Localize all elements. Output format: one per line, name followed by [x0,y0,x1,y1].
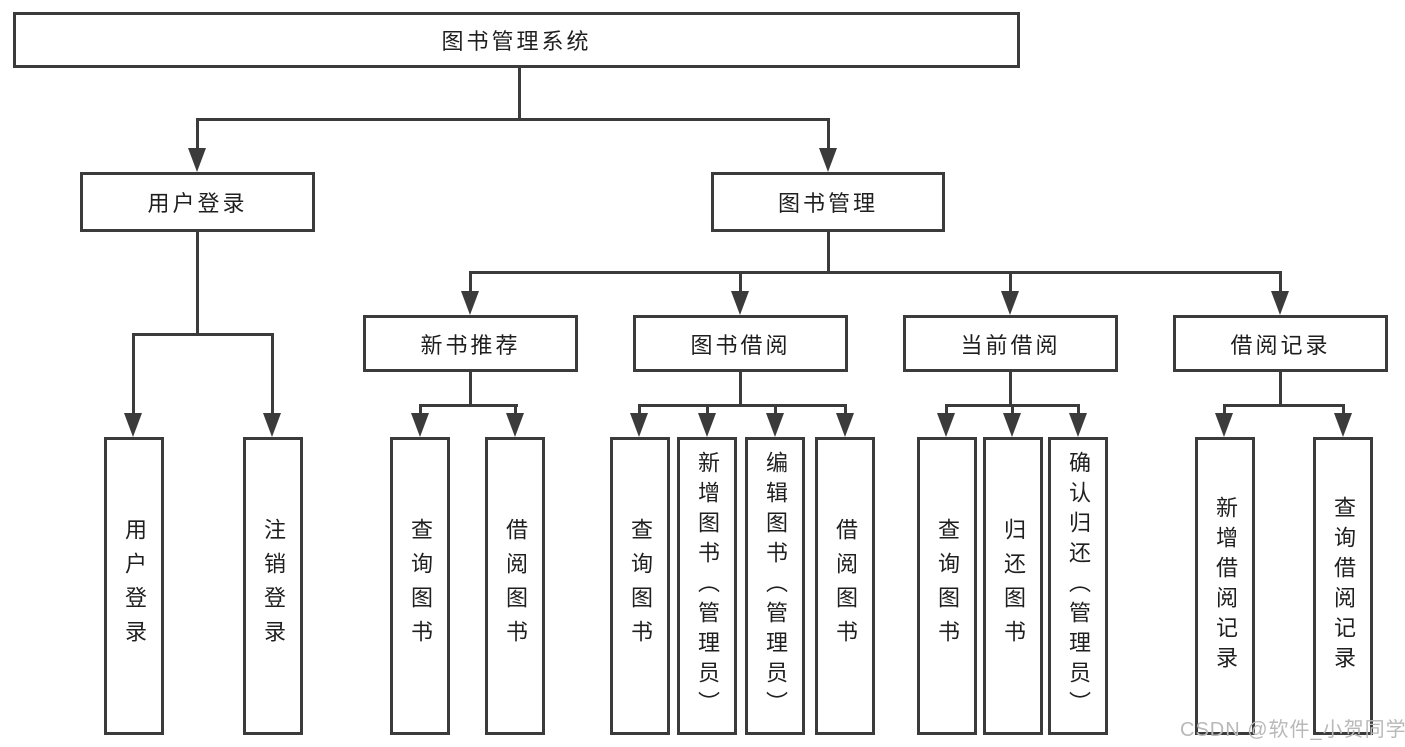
connector-drop [419,404,422,416]
leaf-query-books-recommend: 查询图书 [390,437,450,735]
arrowhead-down [1001,291,1019,315]
node-root: 图书管理系统 [13,12,1020,68]
arrowhead-down [1069,413,1087,437]
connector-drop [196,118,199,150]
csdn-watermark: CSDN @软件_小贺同学 [1180,719,1405,741]
connector-drop [774,404,777,416]
leaf-logout: 注销登录 [243,437,303,735]
connector-drop [706,404,709,416]
connector-rail [638,404,847,407]
connector-drop [844,404,847,416]
connector-stem [1279,372,1282,406]
connector-drop [1077,404,1080,416]
connector-drop [827,118,830,150]
arrowhead-down [766,413,784,437]
connector-drop [271,333,274,415]
connector-stem [827,232,830,273]
arrowhead-down [1215,413,1233,437]
connector-drop [739,271,742,293]
connector-drop [514,404,517,416]
arrowhead-down [124,413,142,437]
arrowhead-down [1003,413,1021,437]
arrowhead-down [698,413,716,437]
arrowhead-down [263,413,281,437]
arrowhead-down [1334,413,1352,437]
arrowhead-down [411,413,429,437]
leaf-confirm-return-admin: 确认归还（管理员） [1048,437,1108,735]
node-user-login: 用户登录 [80,172,315,232]
arrowhead-down [731,291,749,315]
leaf-return-books: 归还图书 [983,437,1043,735]
leaf-borrow-books: 借阅图书 [815,437,875,735]
connector-rail [469,271,1282,274]
leaf-query-borrow-record: 查询借阅记录 [1313,437,1373,735]
node-book-management: 图书管理 [711,172,945,232]
connector-drop [132,333,135,415]
arrowhead-down [506,413,524,437]
connector-drop [1011,404,1014,416]
connector-rail [419,404,518,407]
connector-rail [1223,404,1345,407]
leaf-query-books-borrow: 查询图书 [610,437,670,735]
connector-root-rail [196,118,830,121]
arrowhead-down [819,148,837,172]
node-borrow-records: 借阅记录 [1173,315,1388,372]
connector-drop [638,404,641,416]
arrowhead-down [188,148,206,172]
leaf-add-books-admin: 新增图书（管理员） [677,437,737,735]
connector-drop [945,404,948,416]
connector-drop [1279,271,1282,293]
connector-stem [1009,372,1012,406]
connector-drop [1009,271,1012,293]
leaf-query-books-current: 查询图书 [917,437,977,735]
connector-stem [739,372,742,406]
connector-stem [469,372,472,406]
node-current-borrow: 当前借阅 [903,315,1118,372]
node-book-borrow: 图书借阅 [633,315,848,372]
connector-drop [1223,404,1226,416]
leaf-borrow-books-recommend: 借阅图书 [485,437,545,735]
leaf-add-borrow-record: 新增借阅记录 [1195,437,1255,735]
leaf-user-login: 用户登录 [104,437,164,735]
connector-drop [1342,404,1345,416]
arrowhead-down [836,413,854,437]
connector-root-stem [518,68,521,120]
arrowhead-down [461,291,479,315]
leaf-edit-books-admin: 编辑图书（管理员） [745,437,805,735]
node-new-book-recommend: 新书推荐 [363,315,578,372]
arrowhead-down [630,413,648,437]
arrowhead-down [1271,291,1289,315]
connector-stem [196,232,199,335]
connector-drop [469,271,472,293]
connector-rail [132,333,274,336]
arrowhead-down [937,413,955,437]
